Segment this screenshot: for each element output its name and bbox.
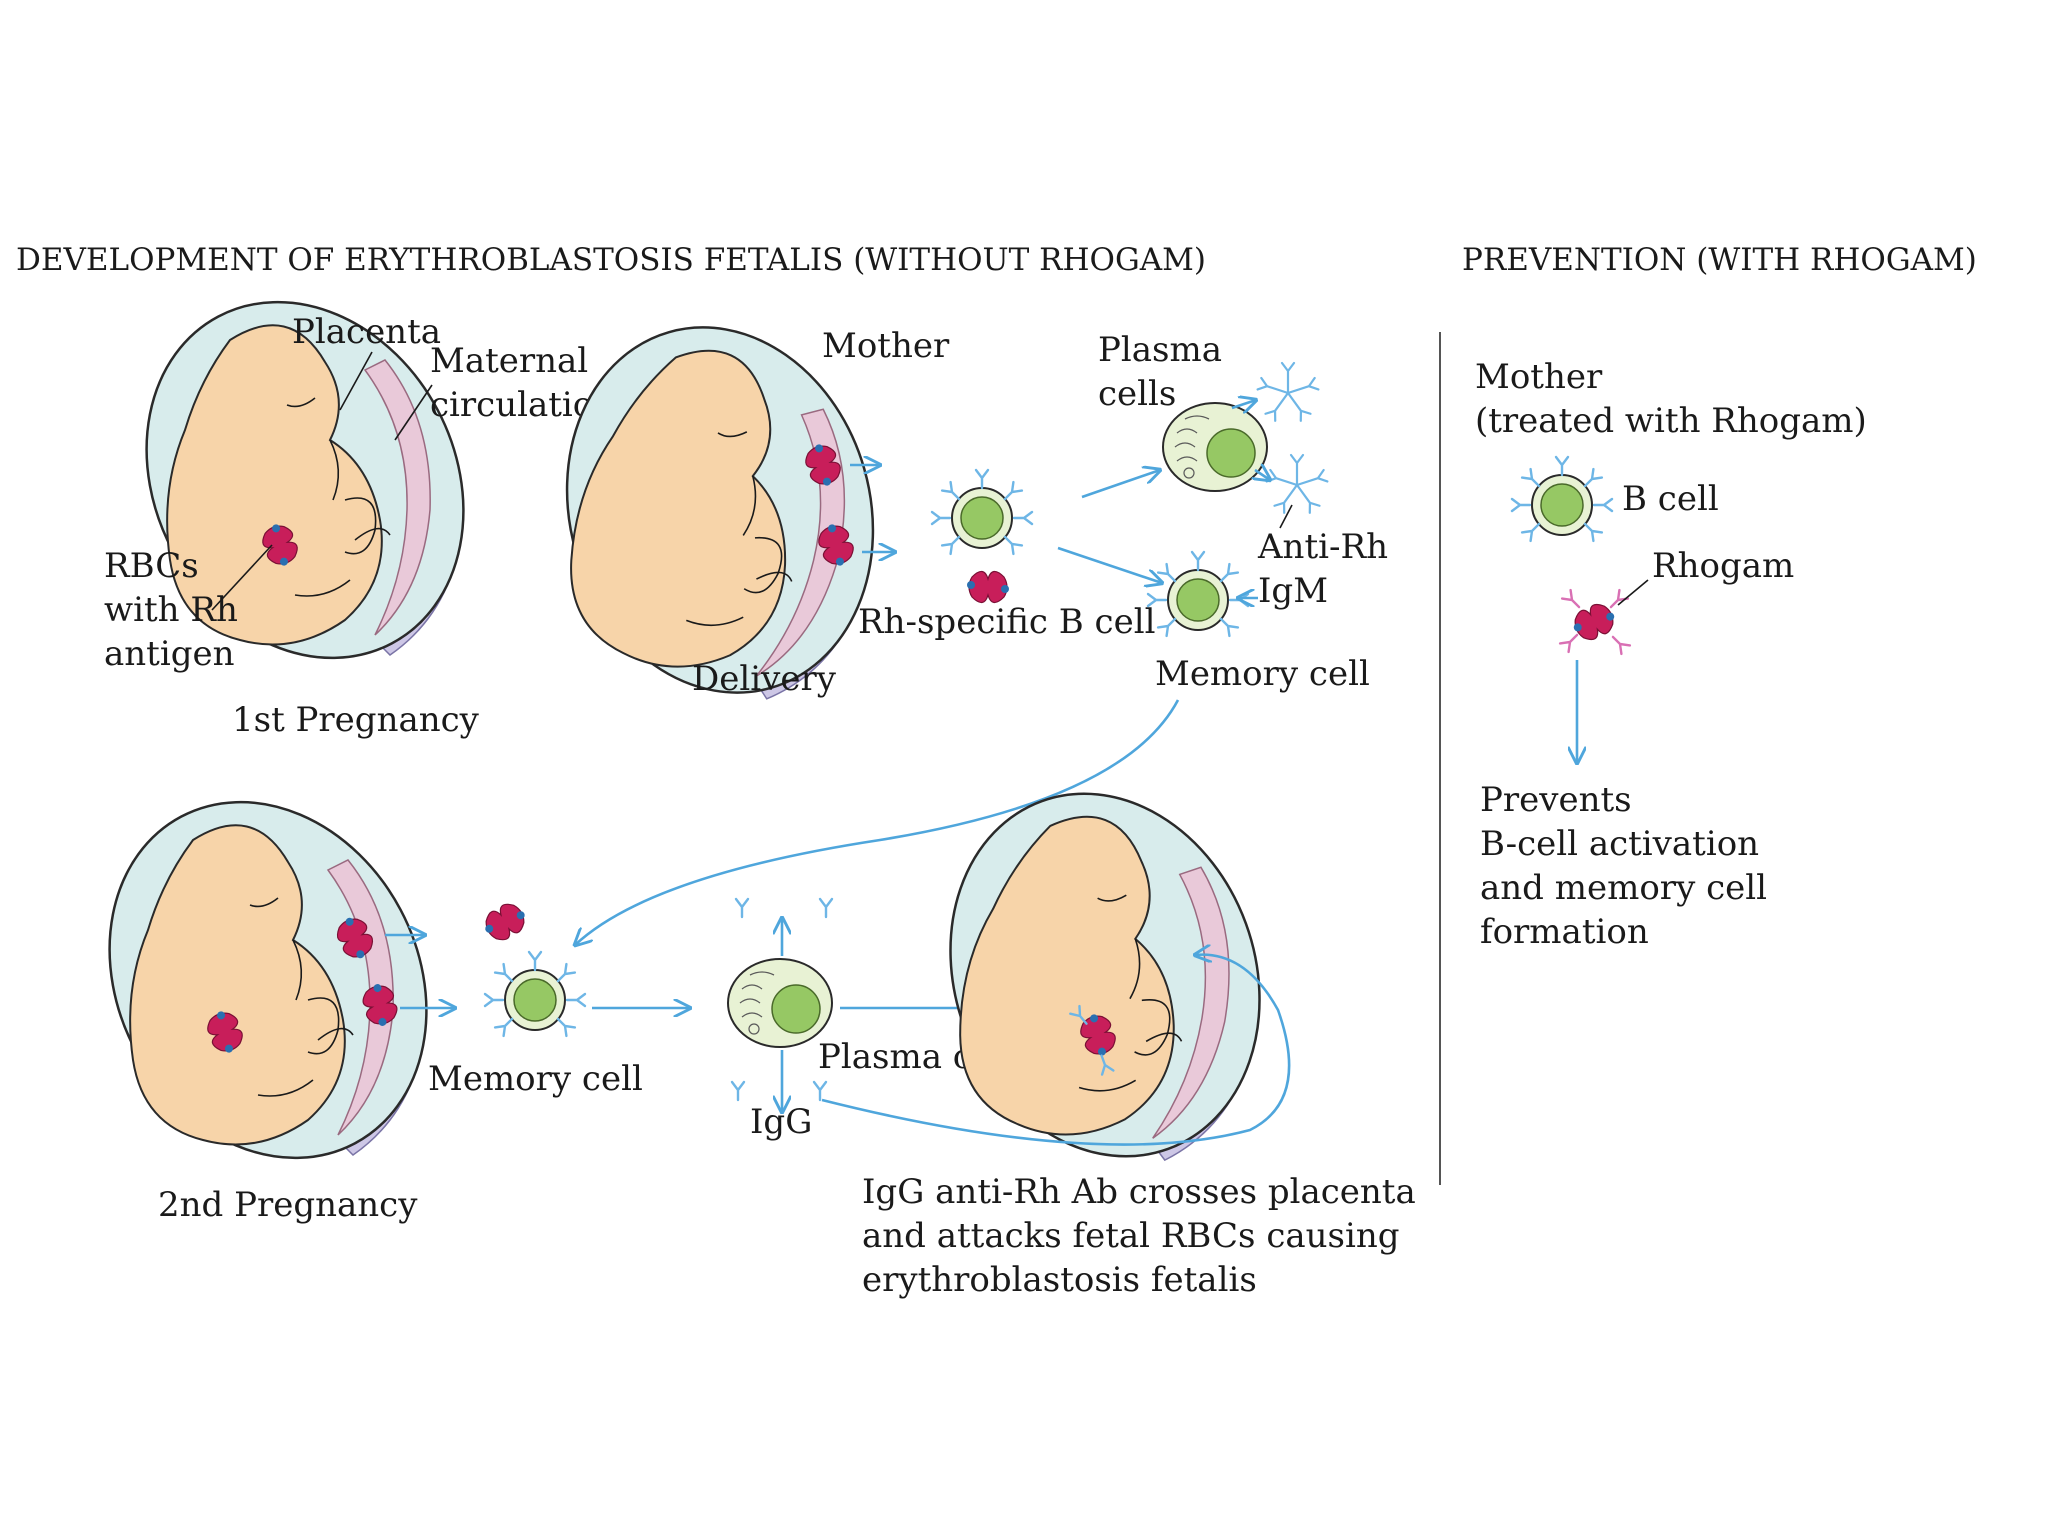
prevention-mother-label-1: Mother [1475, 357, 1603, 397]
delivery-fetus-icon [455, 234, 985, 786]
rhogam-label: Rhogam [1652, 546, 1794, 586]
rbcs-label-1: RBCs [104, 546, 199, 586]
prevention-result-label-3: and memory cell [1480, 868, 1767, 908]
right-header: PREVENTION (WITH RHOGAM) [1462, 242, 1977, 278]
maternal-circulation-label-1: Maternal [430, 341, 588, 381]
rbcs-leader [211, 544, 273, 611]
result-label-1: IgG anti-Rh Ab crosses placenta [862, 1172, 1416, 1212]
prevention-mother-label-2: (treated with Rhogam) [1475, 401, 1867, 441]
rbcs-label-3: antigen [104, 634, 235, 674]
affected-fetus-icon [854, 711, 1356, 1239]
delivery-free-rbc-icon [966, 570, 1010, 604]
igg-icon-2 [818, 897, 834, 919]
memory-cell-label-1: Memory cell [1155, 654, 1370, 694]
second-pregnancy-free-rbc-icon [478, 897, 532, 947]
result-label-2: and attacks fetal RBCs causing [862, 1216, 1400, 1256]
prevention-b-cell-icon [1512, 457, 1612, 541]
plasma-label-1: Plasma [1098, 330, 1222, 370]
first-pregnancy-caption: 1st Pregnancy [232, 700, 480, 740]
maternal-circulation-leader [394, 384, 433, 441]
left-header: DEVELOPMENT OF ERYTHROBLASTOSIS FETALIS … [16, 242, 1206, 278]
igg-label: IgG [750, 1102, 812, 1142]
igm-icon-2 [1265, 453, 1329, 514]
memory-cell-icon-1 [1148, 552, 1248, 636]
igg-icon-3 [730, 1080, 746, 1102]
plasma-cell-icon [1162, 402, 1268, 492]
second-plasma-cell-icon [727, 958, 833, 1048]
delivery-caption: Delivery [692, 659, 837, 699]
second-pregnancy-fetus-icon [47, 744, 489, 1216]
igg-icon-4 [812, 1080, 828, 1102]
prevention-result-label-1: Prevents [1480, 780, 1632, 820]
rbcs-label-2: with Rh [104, 590, 238, 630]
rh-specific-b-cell-icon [932, 470, 1032, 554]
prevention-b-cell-label: B cell [1622, 479, 1719, 519]
second-pregnancy-caption: 2nd Pregnancy [158, 1185, 418, 1225]
placenta-label: Placenta [292, 312, 441, 352]
anti-rh-label-1: Anti-Rh [1257, 527, 1388, 567]
rhogam-icon [1558, 588, 1632, 656]
anti-rh-label-2: IgM [1258, 571, 1328, 611]
result-label-3: erythroblastosis fetalis [862, 1260, 1257, 1300]
memory-cell-icon-2 [485, 952, 585, 1036]
mother-label: Mother [822, 326, 950, 366]
placenta-leader [339, 351, 373, 411]
plasma-label-2: cells [1098, 374, 1176, 414]
igm-icon-1 [1256, 361, 1320, 422]
rh-specific-b-cell-label: Rh-specific B cell [858, 602, 1155, 642]
igg-icon-1 [734, 897, 750, 919]
prevention-result-label-4: formation [1480, 912, 1649, 952]
memory-cell-label-2: Memory cell [428, 1059, 643, 1099]
prevention-result-label-2: B-cell activation [1480, 824, 1759, 864]
